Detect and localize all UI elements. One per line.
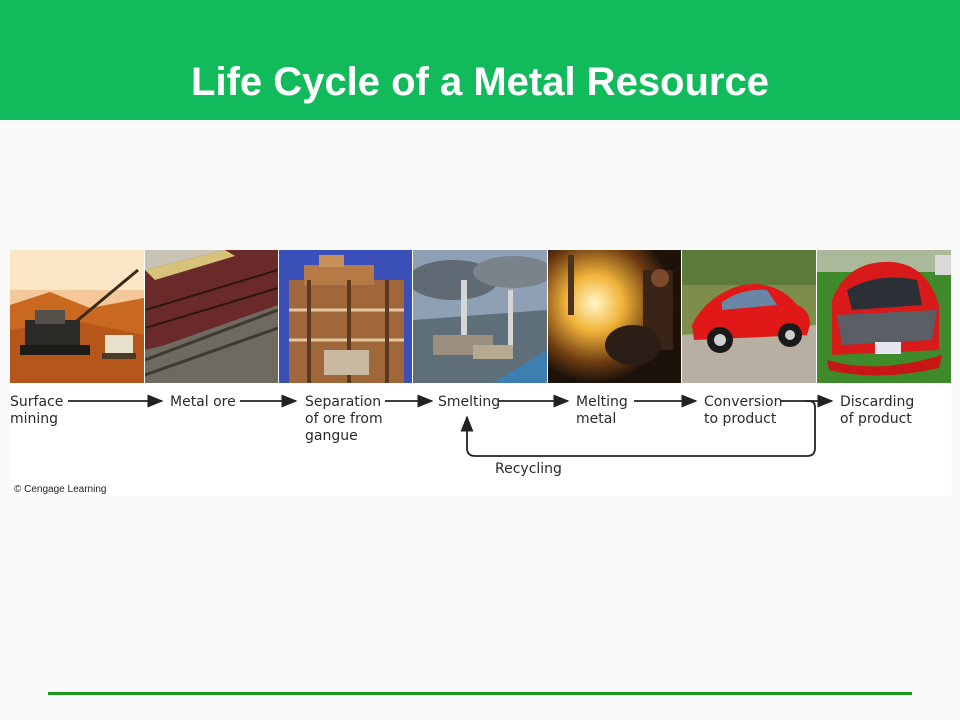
stage-label-metal-ore: Metal ore (170, 394, 236, 410)
wrecked-car-photo (817, 250, 951, 383)
stage-label-separation: Separation of ore from gangue (305, 394, 383, 444)
footer-divider (48, 692, 912, 695)
stage-label-melting: Melting metal (576, 394, 628, 427)
surface-mining-photo (10, 250, 144, 383)
recycling-loop-arrow (460, 400, 816, 457)
slide-title: Life Cycle of a Metal Resource (191, 60, 769, 104)
stage-label-discarding: Discarding of product (840, 394, 915, 427)
red-car-photo (682, 250, 816, 383)
ore-railcars-photo (145, 250, 278, 383)
title-bar: Life Cycle of a Metal Resource (0, 0, 960, 120)
stage-label-surface-mining: Surface mining (10, 394, 64, 427)
copyright-credit: © Cengage Learning (14, 484, 107, 495)
flow-arrows (68, 394, 834, 457)
recycling-label: Recycling (495, 461, 562, 477)
molten-metal-photo (548, 250, 681, 383)
stage-label-conversion: Conversion to product (704, 394, 783, 427)
separation-plant-photo (279, 250, 412, 383)
life-cycle-diagram: Surface mining Metal ore Separation of o… (10, 250, 951, 496)
stage-label-smelting: Smelting (438, 394, 501, 410)
smelter-smokestacks-photo (413, 250, 547, 383)
